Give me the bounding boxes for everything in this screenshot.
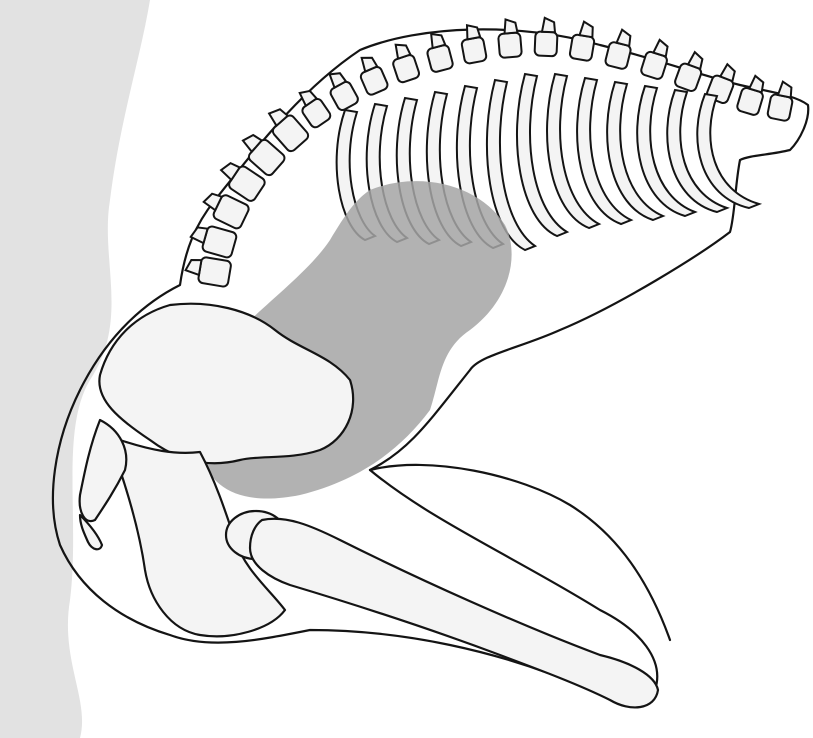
vertebra bbox=[640, 37, 672, 80]
rib bbox=[607, 82, 663, 220]
vertebra bbox=[736, 73, 768, 116]
vertebra bbox=[767, 80, 796, 122]
vertebra bbox=[497, 18, 522, 58]
vertebra bbox=[423, 31, 454, 73]
vertebra bbox=[604, 28, 635, 70]
rib bbox=[667, 90, 727, 212]
vertebra bbox=[535, 17, 559, 56]
femur bbox=[250, 519, 658, 708]
vertebra bbox=[184, 254, 232, 287]
rib bbox=[637, 86, 695, 216]
sacrum bbox=[80, 420, 127, 521]
vertebra bbox=[188, 222, 237, 259]
vertebra bbox=[387, 40, 420, 83]
vertebra bbox=[674, 49, 708, 92]
vertebra bbox=[569, 20, 597, 61]
vertebra bbox=[354, 53, 389, 97]
